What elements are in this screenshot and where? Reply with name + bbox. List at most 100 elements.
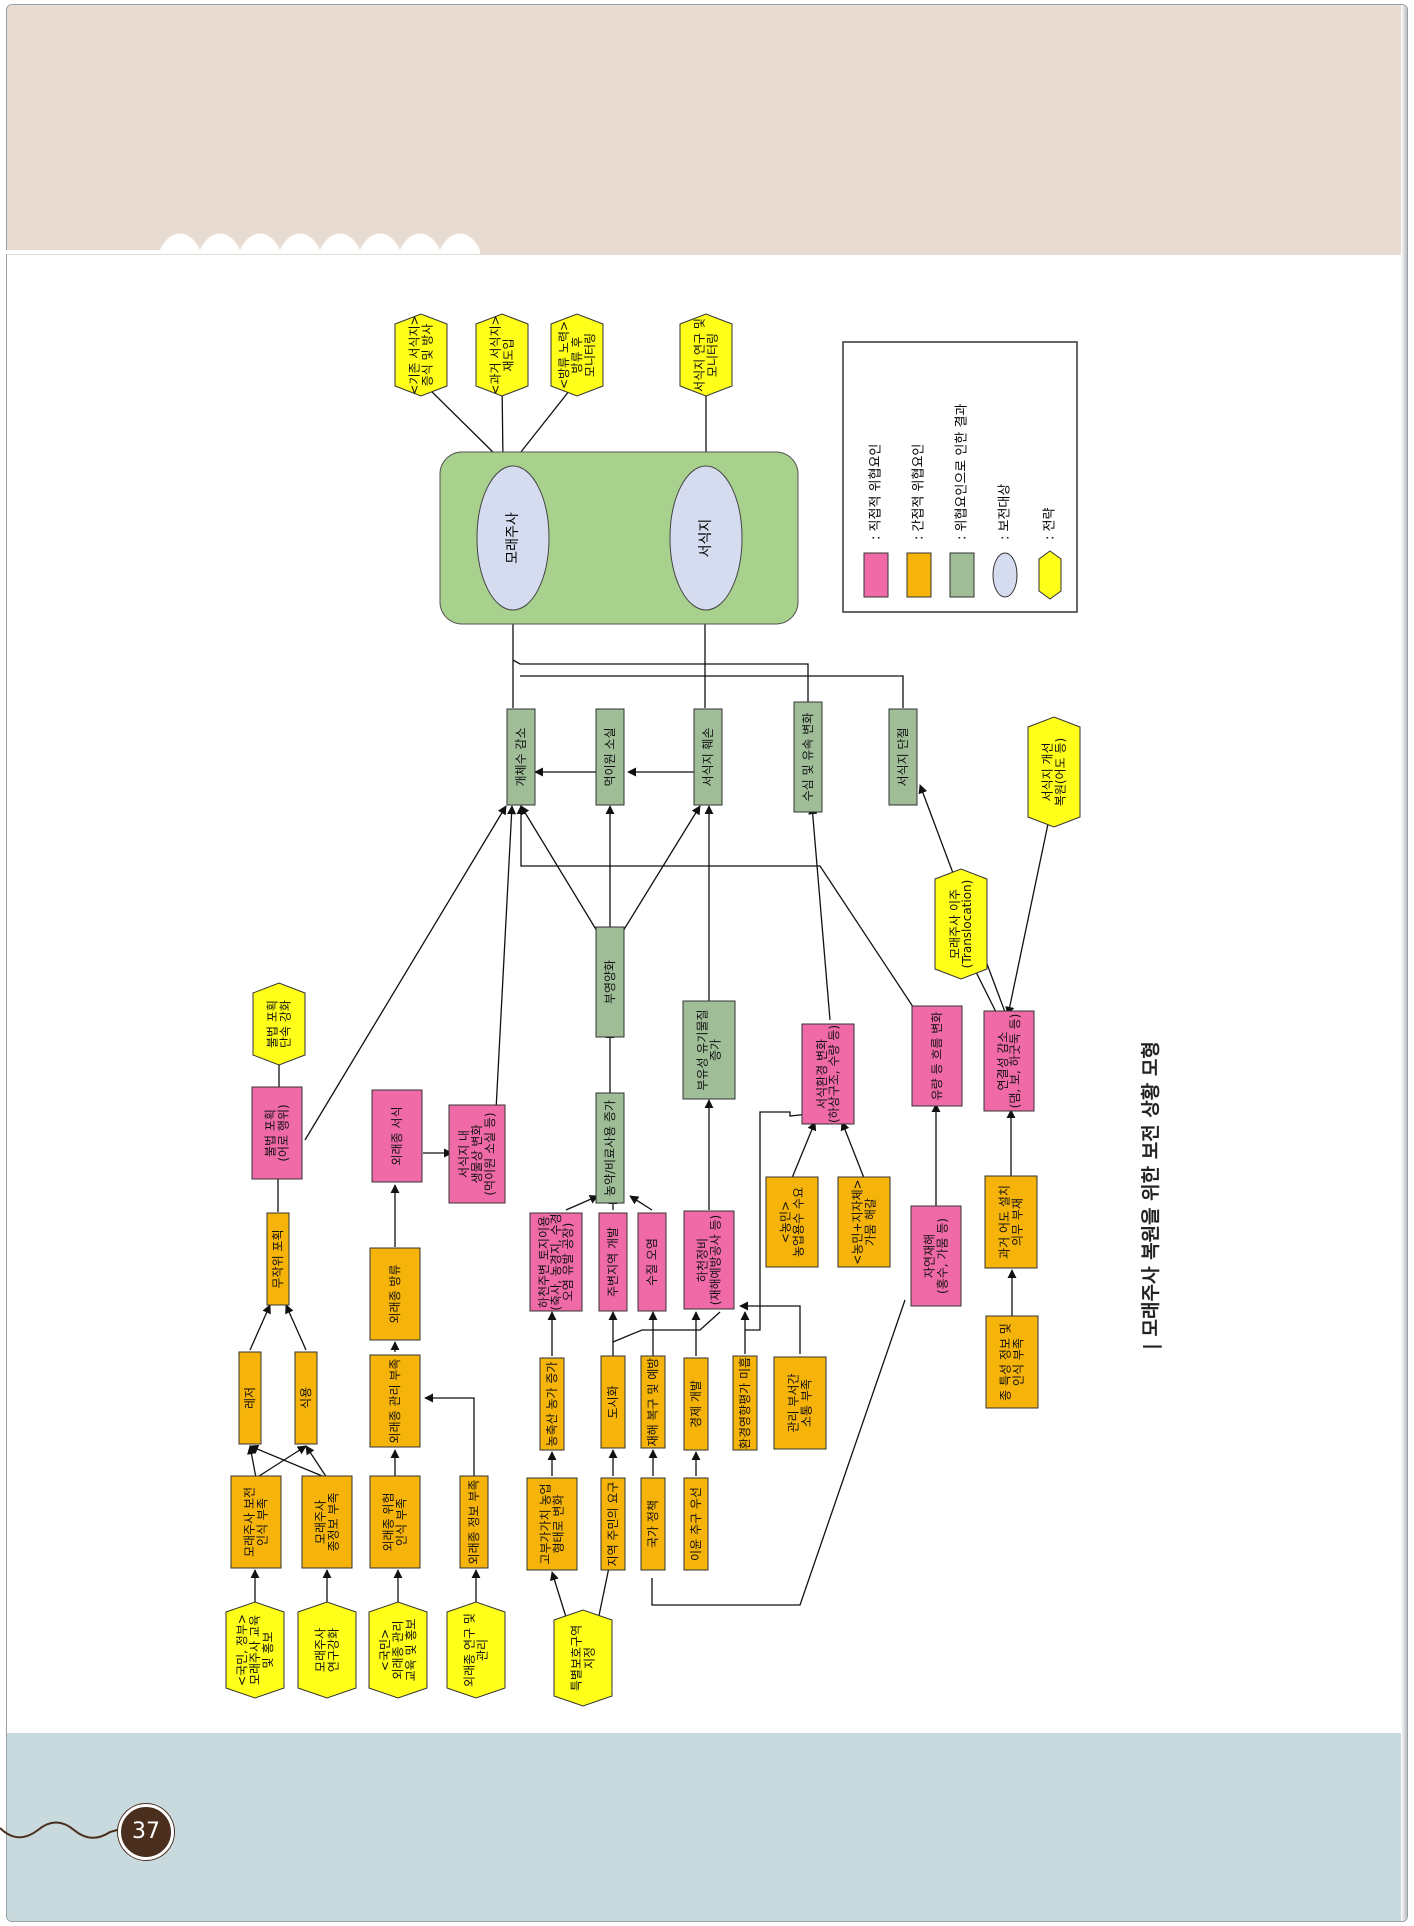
target-ellipse-t_habitat	[669, 465, 743, 611]
legend-label-result: : 위협요인으로 인한 결과	[955, 404, 970, 540]
node-text: 모래주사 보전	[243, 1487, 257, 1557]
node-i-food: 식용	[294, 1351, 318, 1445]
node-d-exotic: 외래종 서식	[371, 1089, 423, 1183]
node-text: (재해예방공사 등)	[709, 1215, 723, 1305]
legend-swatch-result	[949, 552, 975, 598]
node-text: 형태로 변화	[552, 1494, 566, 1553]
node-text: 외래종 서식	[390, 1106, 404, 1165]
node-d-flow-pattern: 유량 등 흐름 변화	[911, 1005, 963, 1107]
node-text: 교육 및 홍보	[404, 1619, 418, 1682]
node-r-flow: 수심 및 유속 변화	[793, 701, 823, 813]
node-text: 이윤 추구 우선	[689, 1487, 703, 1561]
node-text: (어로 행위)	[276, 1104, 291, 1161]
node-text: 오염 유발 공장)	[561, 1223, 575, 1302]
node-text: 농약/비료사용 증가	[602, 1100, 617, 1196]
node-text: 농업용수 수요	[792, 1187, 806, 1257]
legend-label-strategy: : 전략	[1043, 508, 1058, 540]
node-i-exotic-release: 외래종 방류	[369, 1247, 421, 1341]
node-text: 종 특성 정보 및	[999, 1323, 1013, 1401]
arrow-i_awareness-to-i_leisure	[247, 1445, 257, 1479]
page-number: 37	[118, 1804, 174, 1860]
arrow-i_species_info-to-i_food	[305, 1445, 328, 1479]
node-text: 식용	[299, 1387, 313, 1409]
node-i-eia: 환경영향평가 미흡	[732, 1355, 758, 1451]
arrow-d_land_use-to-r_fert	[565, 1195, 599, 1211]
node-r-food: 먹이원 소실	[595, 708, 625, 806]
node-r-fert: 농약/비료사용 증가	[595, 1092, 625, 1204]
node-i-resident-demand: 지역 주민의 요구	[600, 1477, 626, 1571]
node-text: 모니터링	[583, 333, 597, 377]
node-text: (먹이원 소실 등)	[483, 1112, 497, 1195]
connector-line	[520, 675, 904, 708]
node-d-surrounding: 주변지역 개발	[598, 1212, 628, 1312]
node-text: <농민+지자체>	[851, 1179, 865, 1264]
node-text: 외래종 방류	[388, 1264, 402, 1323]
node-text: (축사, 농경지, 수경	[549, 1213, 563, 1310]
node-text: (댐, 보, 하굿둑 등)	[1008, 1014, 1022, 1109]
legend-swatch-target	[992, 552, 1018, 598]
node-text: 인식 부족	[1012, 1338, 1026, 1386]
node-text: 과거 어도 설치	[998, 1185, 1012, 1259]
arrow-s_downstream-to-t_fish	[512, 380, 578, 463]
node-text: <농민>	[779, 1201, 793, 1243]
node-s-past: <과거 서식지>재도입	[475, 313, 529, 397]
node-text: 모래주사 교육	[248, 1615, 262, 1685]
bottom-decorative-band	[7, 1733, 1407, 1921]
node-d-illegal: 불법 포획(어로 행위)	[251, 1086, 303, 1180]
legend-swatch-direct	[863, 552, 889, 598]
node-text: 재해 복구 및 예방	[646, 1358, 660, 1447]
node-text: 도시화	[606, 1385, 620, 1418]
node-text: 서식환경 변화	[815, 1039, 829, 1109]
legend-label-indirect: : 간접적 위협요인	[912, 444, 927, 540]
node-d-river-work: 하천정비(재해예방공사 등)	[683, 1210, 735, 1310]
node-text: 연구강화	[327, 1628, 341, 1672]
node-text: 하천주변 토지이용	[536, 1216, 551, 1308]
node-text: (Translocation)	[960, 880, 974, 969]
node-text: <과거 서식지>	[489, 315, 503, 394]
node-text: 외래종 연구 및	[463, 1613, 477, 1687]
page-edge-shadow	[1401, 5, 1407, 1921]
node-text: 증가	[709, 1039, 723, 1061]
arrow-i_farmer_flood-to-d_habitat_env	[840, 1121, 865, 1179]
node-text: 부영양화	[603, 960, 617, 1004]
node-text: 모래주사 이주	[948, 889, 962, 959]
node-text: 서식지 개선	[1041, 742, 1055, 801]
connector-line	[651, 1299, 906, 1606]
node-i-random: 무작위 포획	[266, 1212, 290, 1306]
node-text: 먹이원 소실	[603, 727, 617, 786]
arrow-s_habitat_improve-to-r_fragment	[1005, 799, 1054, 1016]
legend: : 직접적 위협요인: 간접적 위협요인: 위협요인으로 인한 결과: 보전대상…	[842, 341, 1078, 613]
node-text: 수질 오염	[645, 1238, 659, 1286]
node-text: 관리	[476, 1639, 490, 1661]
node-d-natural: 자연재해(홍수, 가뭄 등)	[910, 1205, 962, 1307]
node-text: 증식 및 방사	[421, 324, 435, 387]
node-s-existing: <기존 서식지>증식 및 방사	[394, 313, 448, 397]
node-text: 무작위 포획	[271, 1229, 285, 1288]
node-r-pop: 개체수 감소	[506, 708, 536, 806]
node-i-disaster-prevent: 재해 복구 및 예방	[640, 1355, 666, 1449]
node-text: 외래종 관리 부족	[388, 1359, 402, 1444]
arrow-d_habitat_env-to-r_flow	[808, 805, 831, 1021]
node-i-urban: 도시화	[600, 1355, 626, 1449]
node-i-farm: 농축산 농가 증가	[539, 1357, 565, 1451]
node-text: (하상구조, 수량 등)	[827, 1025, 841, 1123]
connector-line	[745, 1111, 829, 1331]
arrow-i_species_info-to-i_leisure	[249, 1444, 328, 1479]
node-text: 복원(어도 등)	[1054, 738, 1068, 806]
node-text: (홍수, 가뭄 등)	[936, 1218, 950, 1294]
node-i-farmer-flood: <농민+지자체>가뭄 해갈	[837, 1176, 891, 1268]
connector-line	[612, 1311, 721, 1343]
